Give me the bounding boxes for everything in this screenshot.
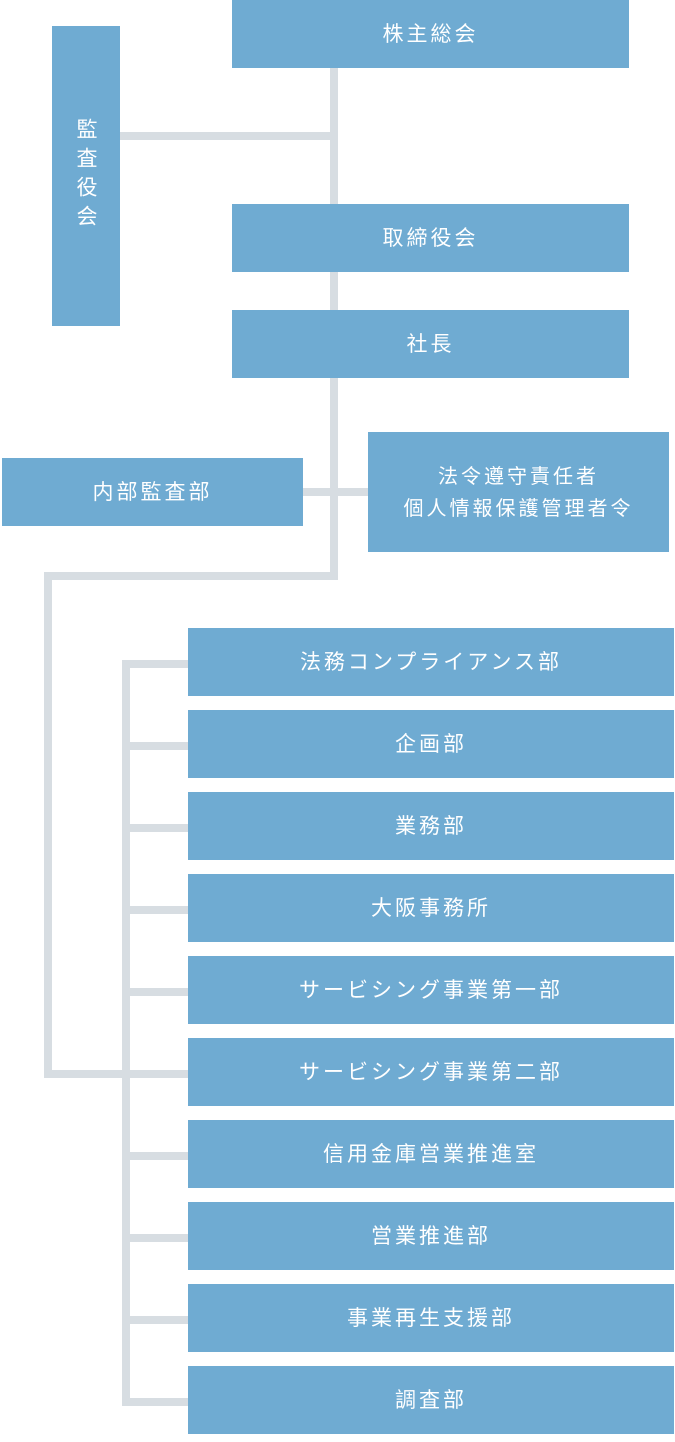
department-box: 調査部 xyxy=(188,1366,674,1434)
department-box: 業務部 xyxy=(188,792,674,860)
department-label: サービシング事業第一部 xyxy=(299,978,563,1002)
department-box: サービシング事業第一部 xyxy=(188,956,674,1024)
president-box: 社長 xyxy=(232,310,629,378)
audit-board-label: 監査役会 xyxy=(74,118,98,234)
board-of-directors-box: 取締役会 xyxy=(232,204,629,272)
left-outer-to-departments xyxy=(44,1070,190,1078)
department-box: 企画部 xyxy=(188,710,674,778)
department-tick xyxy=(122,824,190,832)
compliance-officer-box: 法令遵守責任者 個人情報保護管理者令 xyxy=(368,432,669,552)
side-branch-connector xyxy=(302,488,370,496)
trunk-to-departments-horizontal xyxy=(44,572,338,580)
department-label: サービシング事業第二部 xyxy=(299,1060,563,1084)
compliance-officer-label-line2: 個人情報保護管理者令 xyxy=(403,496,634,520)
board-of-directors-label: 取締役会 xyxy=(382,226,479,250)
department-box: 信用金庫営業推進室 xyxy=(188,1120,674,1188)
departments-bus-vertical xyxy=(122,660,130,1406)
department-label: 調査部 xyxy=(395,1388,467,1412)
department-label: 事業再生支援部 xyxy=(347,1306,515,1330)
department-box: 大阪事務所 xyxy=(188,874,674,942)
left-outer-vertical xyxy=(44,572,52,1078)
department-tick xyxy=(122,1152,190,1160)
department-tick xyxy=(122,988,190,996)
department-box: 事業再生支援部 xyxy=(188,1284,674,1352)
department-label: 信用金庫営業推進室 xyxy=(323,1142,539,1166)
department-tick xyxy=(122,660,190,668)
department-label: 企画部 xyxy=(395,732,467,756)
shareholders-meeting-box: 株主総会 xyxy=(232,0,629,68)
president-label: 社長 xyxy=(406,332,455,356)
department-box: 営業推進部 xyxy=(188,1202,674,1270)
department-box: 法務コンプライアンス部 xyxy=(188,628,674,696)
internal-audit-box: 内部監査部 xyxy=(2,458,303,526)
department-tick xyxy=(122,906,190,914)
department-label: 大阪事務所 xyxy=(371,896,491,920)
department-tick xyxy=(122,1398,190,1406)
department-label: 営業推進部 xyxy=(371,1224,491,1248)
internal-audit-label: 内部監査部 xyxy=(92,480,213,504)
department-tick xyxy=(122,1234,190,1242)
department-label: 業務部 xyxy=(395,814,467,838)
compliance-officer-label-line1: 法令遵守責任者 xyxy=(438,464,599,488)
audit-board-box: 監査役会 xyxy=(52,26,120,326)
department-tick xyxy=(122,742,190,750)
shareholders-meeting-label: 株主総会 xyxy=(382,22,479,46)
auditors-connector xyxy=(120,132,334,140)
department-box: サービシング事業第二部 xyxy=(188,1038,674,1106)
department-tick xyxy=(122,1316,190,1324)
department-label: 法務コンプライアンス部 xyxy=(299,650,563,674)
